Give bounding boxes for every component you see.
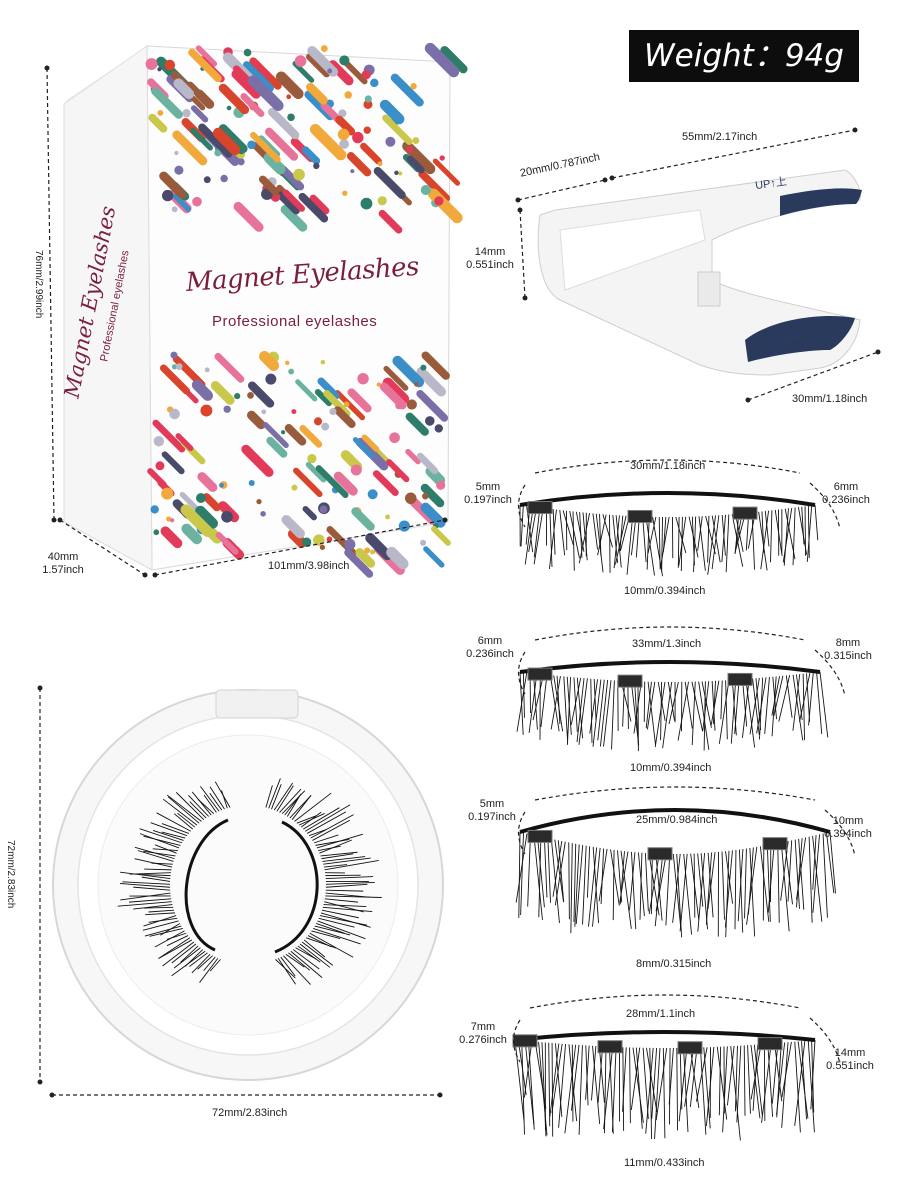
- lash2-top-label: 33mm/1.3inch: [632, 638, 702, 650]
- lash4-top-label: 28mm/1.1inch: [626, 1008, 696, 1020]
- lash4-bottom-label: 11mm/0.433inch: [624, 1157, 705, 1169]
- lash1-top-label: 30mm/1.18inch: [630, 460, 706, 472]
- weight-badge: Weight：94g: [629, 30, 859, 82]
- tool-dimension-lines: [517, 129, 879, 401]
- lash-case: [52, 689, 444, 1081]
- lash3-bottom-label: 8mm/0.315inch: [636, 958, 712, 970]
- lash-strips: [512, 459, 856, 1141]
- case-dimension-lines: [39, 688, 440, 1096]
- lash2-bottom-label: 10mm/0.394inch: [630, 762, 712, 774]
- box-height-label: 76mm/2.99inch: [33, 250, 44, 319]
- lash1-bottom-label: 10mm/0.394inch: [624, 585, 706, 597]
- box-subtitle: Professional eyelashes: [212, 313, 378, 330]
- box-width-label: 101mm/3.98inch: [268, 560, 350, 572]
- tool-base-label: 30mm/1.18inch: [792, 393, 868, 405]
- box-dimension-lines: [46, 67, 446, 576]
- tool-width-label: 55mm/2.17inch: [682, 131, 758, 143]
- applicator-tool: [537, 169, 862, 376]
- case-width-label: 72mm/2.83inch: [212, 1107, 288, 1119]
- lash3-top-label: 25mm/0.984inch: [636, 814, 718, 826]
- product-box: [63, 42, 468, 578]
- case-height-label: 72mm/2.83inch: [5, 840, 16, 909]
